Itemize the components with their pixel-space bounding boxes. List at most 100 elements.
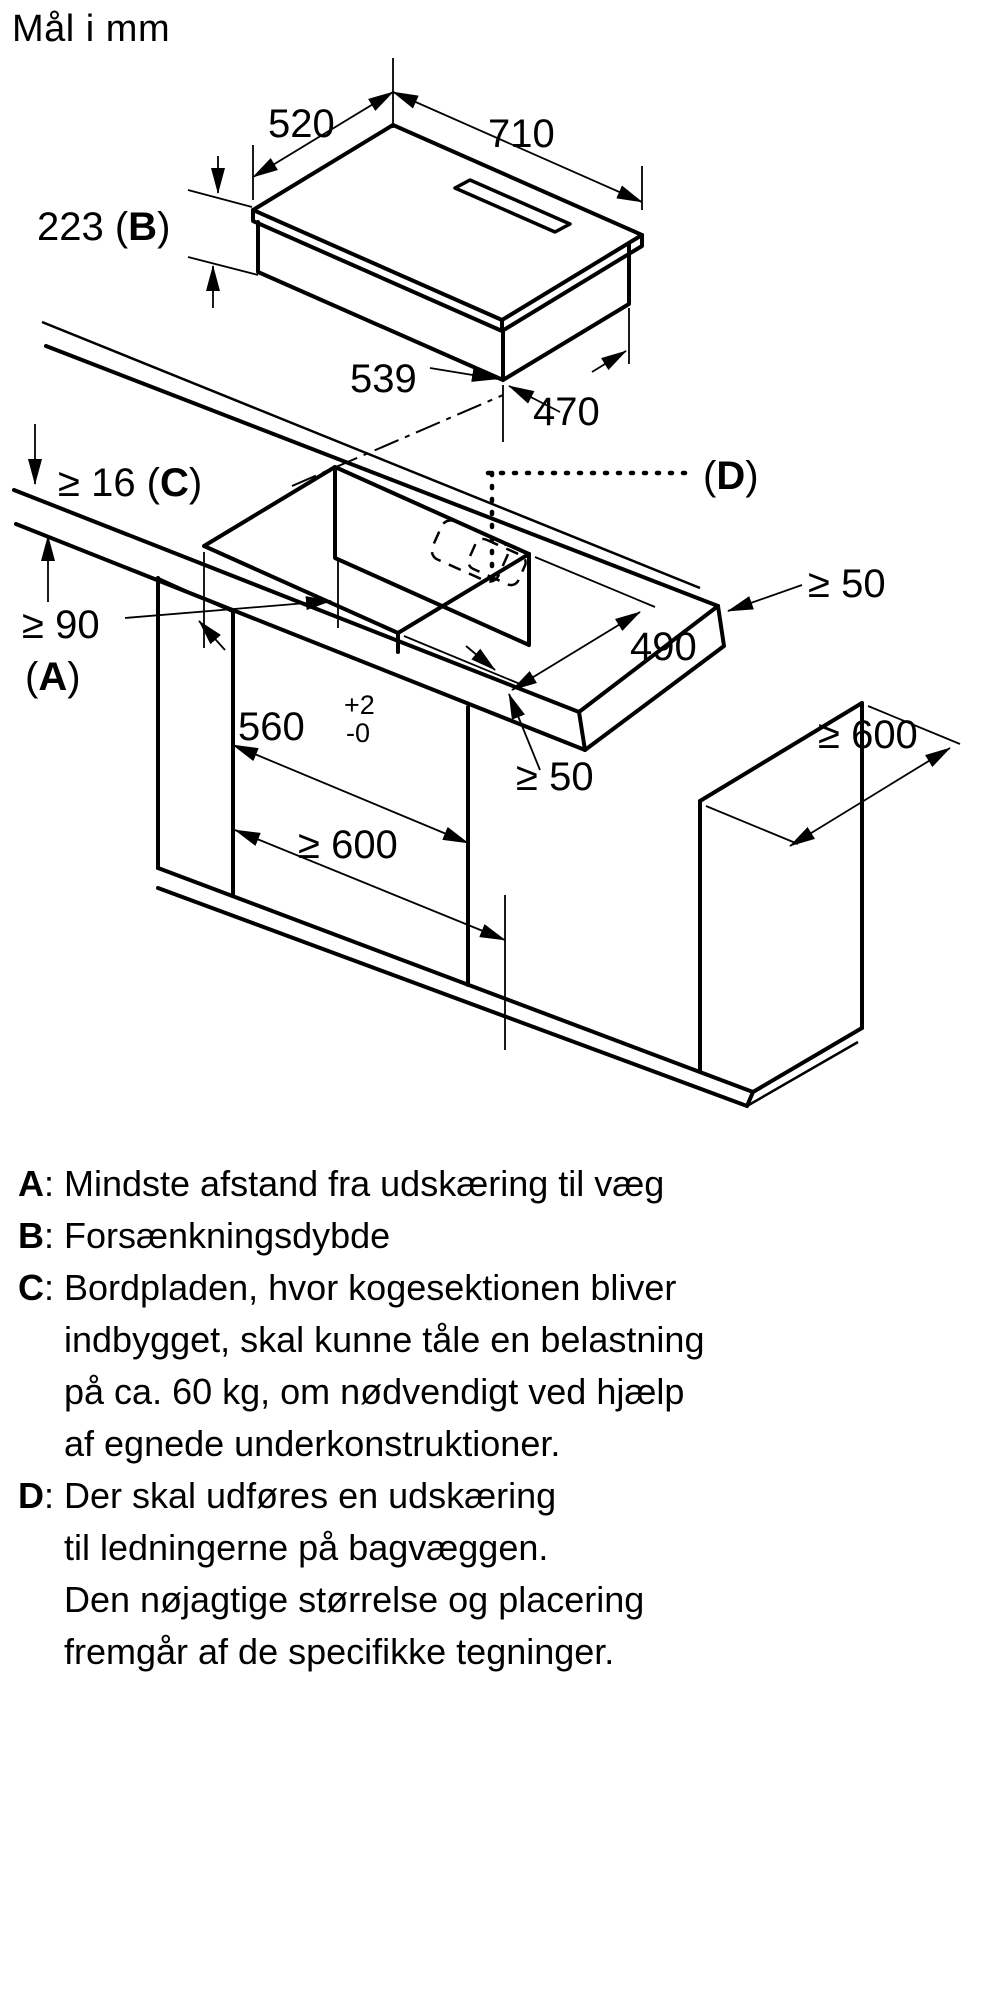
dim-line-560 [232,744,469,844]
top-dimensions: 520 710 223 (B) 539 470 [37,58,643,442]
extension-line [534,556,656,608]
dim-A-open: ( [25,655,39,699]
legend-key-d: D: [18,1470,64,1522]
dim-560-tol-minus: -0 [346,718,370,748]
dim-arrow-539 [429,367,498,382]
worktop-front-bottom-edge [14,522,587,752]
dim-223-letter: B [128,205,157,249]
legend-line: af egnede underkonstruktioner. [64,1423,561,1464]
worktop-front-top-edge [12,488,581,714]
dim-label-710: 710 [488,112,555,156]
legend-text-d: Der skal udføres en udskæring til lednin… [64,1470,644,1678]
legend-line: Bordpladen, hvor kogesektionen bliver [64,1267,677,1308]
cooktop-unit-drawing [251,123,644,382]
dim-560-tol-plus: +2 [344,690,375,720]
extension-line [867,705,961,745]
cabinet-right-plinth-edge [746,1040,859,1108]
dim-arrow-50-top [727,584,803,612]
dim-16-suffix: ) [189,461,202,505]
cabinet-right-bottom-edge [751,1026,864,1094]
dim-D-open: ( [703,454,717,498]
dim-223-prefix: 223 ( [37,205,129,249]
dim-label-520: 520 [268,102,335,146]
legend-colon: : [44,1163,55,1204]
dim-label-600-right: ≥ 600 [818,713,918,757]
dim-line-710 [392,91,643,203]
dim-D-close: ) [745,454,758,498]
legend-item-c: C: Bordpladen, hvor kogesektionen bliver… [18,1262,988,1470]
page-title: Mål i mm [12,8,171,50]
dim-label-16-C: ≥ 16 (C) [58,461,202,505]
dim-line-600-right [789,747,951,847]
legend-line: fremgår af de specifikke tegninger. [64,1631,615,1672]
cabinet-left-panel-top [157,576,234,614]
legend-letter-a: A [18,1163,44,1204]
legend-letter-d: D [18,1475,44,1516]
cabinet-bottom-tip [745,1090,755,1108]
legend-letter-b: B [18,1215,44,1256]
cooktop-plate-edge [251,208,644,333]
dim-223-suffix: ) [157,205,170,249]
cable-cutout-dashed-box-inner [467,537,527,587]
dim-label-50-mid: ≥ 50 [516,755,594,799]
dim-label-490: 490 [630,625,697,669]
dim-16-prefix: ≥ 16 ( [58,461,161,505]
worktop-back-edge [44,344,720,608]
dim-arrow-470-right [591,350,627,373]
guide-lines [291,394,699,587]
legend: A: Mindste afstand fra udskæring til væg… [18,1158,988,1678]
dim-label-223-B: 223 (B) [37,205,170,249]
vent-box-edges [256,220,631,382]
vent-slot [453,178,572,234]
legend-item-b: B: Forsænkningsdybde [18,1210,988,1262]
dim-D-letter: D [716,454,745,498]
legend-item-a: A: Mindste afstand fra udskæring til væg [18,1158,988,1210]
dim-arrow-50-mid-lower [508,693,541,771]
installation-dimensions: ≥ 16 (C) (D) ≥ 90 (A) 560+2-0 490 ≥ 50 ≥… [22,424,961,1050]
legend-colon: : [44,1475,55,1516]
centerline-dash-dot [291,394,504,487]
dim-A-close: ) [67,655,80,699]
dim-label-D: (D) [703,454,759,498]
cabinet-bottom-edge [156,866,755,1094]
legend-line: indbygget, skal kunne tåle en belastning [64,1319,705,1360]
technical-drawing: 520 710 223 (B) 539 470 [12,58,961,1108]
legend-line: Der skal udføres en udskæring [64,1475,557,1516]
cable-cutout-dashed-box [430,519,510,583]
dim-arrow-90-left [198,620,226,651]
legend-line: Mindste afstand fra udskæring til væg [64,1163,665,1204]
dim-label-560: 560 +2-0 [238,690,375,749]
dim-label-90: ≥ 90 [22,603,100,647]
legend-key-b: B: [18,1210,64,1262]
dim-A-letter: A [38,655,67,699]
dim-label-600-bottom: ≥ 600 [298,823,398,867]
cabinet-right-side-top [698,701,864,803]
legend-text-a: Mindste afstand fra udskæring til væg [64,1158,664,1210]
cooktop-top-face [251,123,644,322]
dim-arrow-90-right [124,596,332,619]
extension-line [187,256,259,276]
dim-line-600-bottom [234,829,506,941]
legend-line: til ledningerne på bagvæggen. [64,1527,549,1568]
legend-colon: : [44,1267,55,1308]
legend-letter-c: C [18,1267,44,1308]
dim-16-letter: C [160,461,189,505]
legend-colon: : [44,1215,55,1256]
legend-text-c: Bordpladen, hvor kogesektionen bliver in… [64,1262,704,1470]
extension-line [187,189,253,208]
legend-line: Forsænkningsdybde [64,1215,391,1256]
cabinet-plinth-edge [156,886,749,1108]
dim-line-490 [511,611,641,691]
dim-line-520 [252,91,394,178]
legend-item-d: D: Der skal udføres en udskæring til led… [18,1470,988,1678]
extension-line [403,635,521,685]
dim-560-value: 560 [238,705,305,749]
dim-label-539: 539 [350,357,417,401]
legend-text-b: Forsænkningsdybde [64,1210,390,1262]
dim-label-470: 470 [533,390,600,434]
legend-line: Den nøjagtige størrelse og placering [64,1579,645,1620]
dim-arrow-470-left [508,385,561,413]
dim-label-50-top: ≥ 50 [808,562,886,606]
cutout-inner-faces [333,465,531,654]
legend-key-a: A: [18,1158,64,1210]
